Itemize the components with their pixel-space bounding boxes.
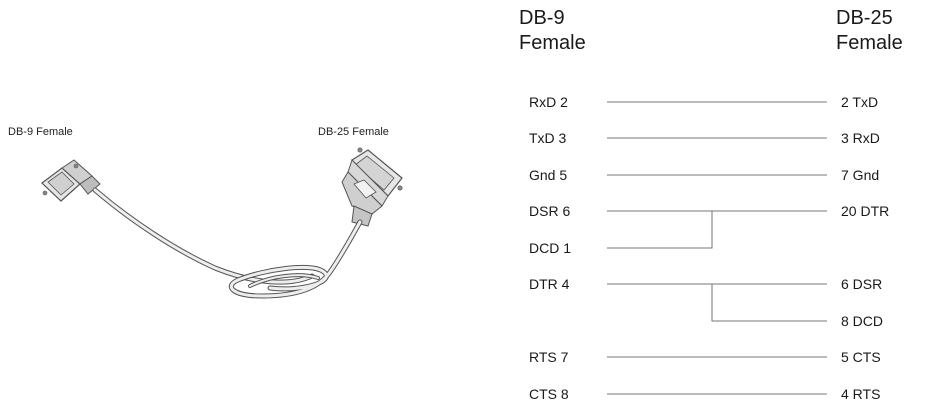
db9-header-line1: DB-9 [519, 7, 565, 29]
db9-pin-cts: CTS 8 [529, 386, 569, 402]
db25-pin-txd: 2 TxD [841, 94, 878, 110]
db25-pin-dsr: 6 DSR [841, 276, 882, 292]
db25-header: DB-25 Female [836, 6, 903, 56]
db9-pin-rxd: RxD 2 [529, 94, 568, 110]
wire-dtr-dcd [711, 284, 827, 322]
db9-pin-rts: RTS 7 [529, 349, 569, 365]
db25-connector-icon [341, 147, 403, 227]
db9-pin-dcd: DCD 1 [529, 240, 571, 256]
db9-header-line2: Female [519, 32, 586, 54]
cable-left-label: DB-9 Female [8, 126, 73, 138]
cable-wire-icon [92, 187, 363, 299]
db25-pin-rxd: 3 RxD [841, 130, 880, 146]
db25-pin-gnd: 7 Gnd [841, 167, 879, 183]
cable-right-label: DB-25 Female [318, 126, 389, 138]
db9-header: DB-9 Female [519, 6, 586, 56]
db25-header-line2: Female [836, 32, 903, 54]
cable-illustration [41, 147, 403, 299]
db25-header-line1: DB-25 [836, 7, 893, 29]
db9-connector-icon [41, 159, 101, 202]
db9-pin-gnd: Gnd 5 [529, 167, 567, 183]
db25-pin-dcd: 8 DCD [841, 313, 883, 329]
db25-pin-dtr: 20 DTR [841, 203, 889, 219]
db9-pin-dtr: DTR 4 [529, 276, 570, 292]
wire-dcd-join [607, 211, 713, 249]
db25-pin-rts: 4 RTS [841, 386, 880, 402]
db9-pin-dsr: DSR 6 [529, 203, 570, 219]
db9-pin-txd: TxD 3 [529, 130, 567, 146]
db25-pin-cts: 5 CTS [841, 349, 881, 365]
